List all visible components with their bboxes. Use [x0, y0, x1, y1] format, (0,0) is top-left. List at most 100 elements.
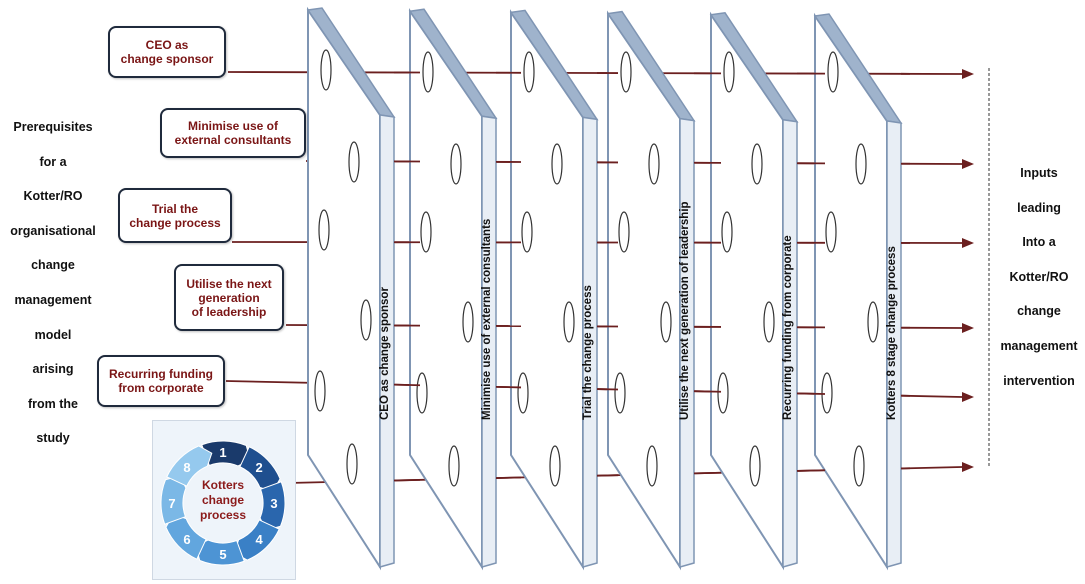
prerequisite-box-line: generation [176, 291, 282, 305]
prerequisite-box-line: change process [120, 216, 230, 230]
kotter-step-number: 5 [219, 547, 226, 562]
panel-label: CEO as change sponsor [379, 287, 391, 420]
arrow-head [962, 323, 974, 333]
kotter-center-label: change [202, 493, 244, 507]
kotter-step-number: 2 [255, 460, 262, 475]
panel-hole [319, 210, 329, 250]
panel-hole [826, 212, 836, 252]
panel-hole [550, 446, 560, 486]
prerequisite-box-line: CEO as [110, 38, 224, 52]
panel: Trial the change process [511, 10, 597, 567]
panel-hole [315, 371, 325, 411]
kotter-step-number: 7 [168, 496, 175, 511]
panel-hole [347, 444, 357, 484]
panel-label: Utilise the next generation of leadershi… [679, 201, 691, 420]
panel-hole [524, 52, 534, 92]
prerequisite-box-line: change sponsor [110, 52, 224, 66]
panel-hole [552, 144, 562, 184]
panel: Utilise the next generation of leadershi… [608, 12, 694, 567]
panel-hole [564, 302, 574, 342]
panel-hole [423, 52, 433, 92]
panel: Recurring funding from corporate [711, 13, 797, 567]
arrow-line-segment [797, 470, 825, 471]
panel-hole [647, 446, 657, 486]
prerequisite-box-line: Recurring funding [99, 367, 223, 381]
arrow-head [962, 238, 974, 248]
arrow-line-segment [394, 385, 420, 386]
panel-hole [718, 373, 728, 413]
right-caption-line: Into a [993, 225, 1085, 260]
right-caption-line: leading [993, 191, 1085, 226]
left-caption-line: model [0, 318, 106, 353]
panel-hole [361, 300, 371, 340]
panel-hole [451, 144, 461, 184]
panel-hole [621, 52, 631, 92]
arrow-line-segment [496, 387, 521, 388]
prerequisite-box-line: Minimise use of [162, 119, 304, 133]
panel-hole [619, 212, 629, 252]
prerequisite-box-line: external consultants [162, 133, 304, 147]
kotter-center-label: Kotters [202, 478, 244, 492]
panel: CEO as change sponsor [308, 8, 394, 567]
panel-hole [722, 212, 732, 252]
panel-hole [828, 52, 838, 92]
right-caption-line: management [993, 329, 1085, 364]
prerequisite-box-line: Utilise the next [176, 277, 282, 291]
kotter-step-number: 6 [183, 532, 190, 547]
arrow-line-segment [694, 473, 721, 474]
panel-label: Minimise use of external consultants [481, 219, 493, 420]
panel-hole [522, 212, 532, 252]
left-caption-line: management [0, 283, 106, 318]
panel-label: Kotters 8 stage change process [886, 246, 898, 420]
prerequisite-box-line: from corporate [99, 381, 223, 395]
kotter-center-label: process [200, 508, 246, 522]
panel-label: Recurring funding from corporate [782, 235, 794, 420]
panel-hole [321, 50, 331, 90]
panel-hole [822, 373, 832, 413]
panel-hole [752, 144, 762, 184]
panel-hole [854, 446, 864, 486]
left-caption-line: organisational [0, 214, 106, 249]
arrow-line-segment [694, 391, 721, 392]
panel-hole [518, 373, 528, 413]
arrow-head [962, 69, 974, 79]
panel-hole [421, 212, 431, 252]
panel-hole [349, 142, 359, 182]
panels-layer: CEO as change sponsor Minimise use of ext… [308, 8, 901, 567]
prerequisite-box-line: of leadership [176, 305, 282, 319]
arrow-line-segment [394, 480, 420, 481]
panel-hole [417, 373, 427, 413]
arrow-head [962, 392, 974, 402]
arrow-head [962, 159, 974, 169]
right-dashed-divider [984, 68, 994, 468]
left-caption-line: for a [0, 145, 106, 180]
left-caption-line: from the [0, 387, 106, 422]
prerequisite-box-line: Trial the [120, 202, 230, 216]
panel: Kotters 8 stage change process [815, 14, 901, 567]
panel-hole [724, 52, 734, 92]
panel: Minimise use of external consultants [410, 9, 496, 567]
kotter-step-number: 1 [219, 445, 226, 460]
right-caption-line: Inputs [993, 156, 1085, 191]
panel-hole [449, 446, 459, 486]
panel-hole [649, 144, 659, 184]
right-caption-line: intervention [993, 364, 1085, 399]
kotter-step-number: 8 [183, 460, 190, 475]
panel-hole [856, 144, 866, 184]
left-caption-line: Prerequisites [0, 110, 106, 145]
panel-hole [615, 373, 625, 413]
left-caption-line: change [0, 248, 106, 283]
arrow-head [962, 462, 974, 472]
panel-hole [750, 446, 760, 486]
kotter-step-number: 4 [255, 532, 263, 547]
right-caption-line: change [993, 294, 1085, 329]
